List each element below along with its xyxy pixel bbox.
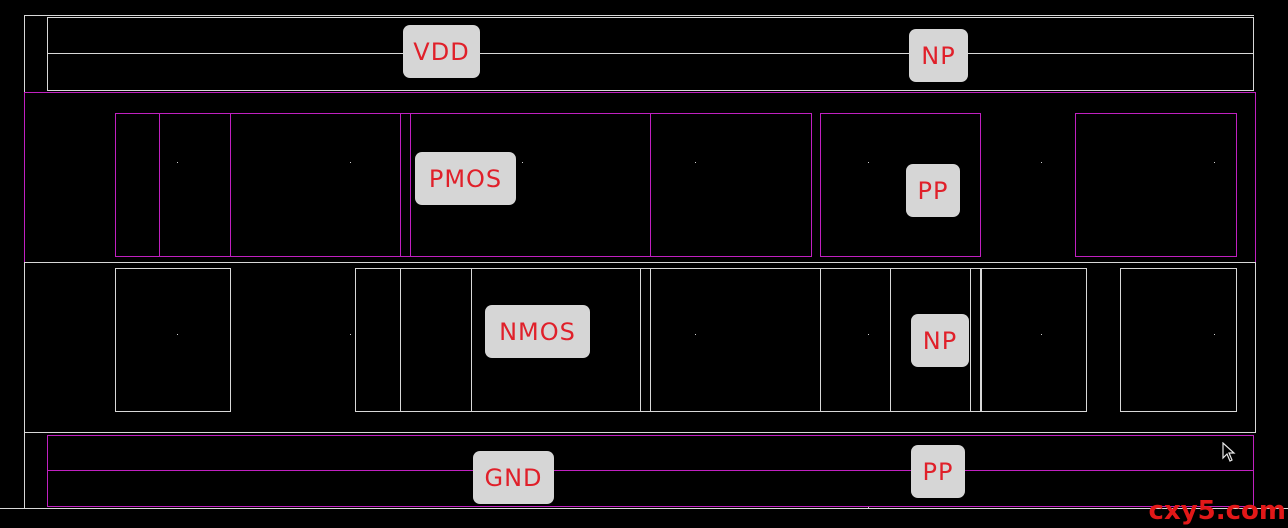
nmos-cell-3 bbox=[650, 268, 982, 412]
nmos-cell-4 bbox=[980, 268, 1087, 412]
vdd-rail-midline bbox=[47, 53, 1254, 54]
pmos-dot bbox=[1041, 162, 1042, 163]
nmos-cell-5 bbox=[1120, 268, 1237, 412]
nmos-dot bbox=[350, 334, 351, 335]
pmos-dot bbox=[1214, 162, 1215, 163]
nmos-dot bbox=[1214, 334, 1215, 335]
pmos-cell-3 bbox=[820, 113, 981, 257]
label-np-mid: NP bbox=[911, 314, 969, 367]
nmos-cell-3-div-c bbox=[970, 268, 971, 412]
outer-bottom-line bbox=[0, 508, 1288, 509]
pmos-dot bbox=[868, 162, 869, 163]
nmos-region bbox=[24, 262, 1256, 433]
pmos-dot bbox=[695, 162, 696, 163]
gnd-dot bbox=[868, 507, 869, 508]
outer-top-line bbox=[24, 15, 1254, 16]
watermark: cxy5.com bbox=[1148, 496, 1286, 526]
nmos-dot bbox=[695, 334, 696, 335]
nmos-cell-3-div-a bbox=[820, 268, 821, 412]
nmos-dot bbox=[868, 334, 869, 335]
pmos-dot bbox=[350, 162, 351, 163]
label-pmos: PMOS bbox=[415, 152, 516, 205]
label-np-top: NP bbox=[909, 29, 968, 82]
nmos-cell-3-div-b bbox=[890, 268, 891, 412]
label-pp-bottom: PP bbox=[911, 445, 965, 498]
gnd-rail-midline bbox=[47, 470, 1254, 471]
pmos-dot bbox=[177, 162, 178, 163]
pmos-cell-4 bbox=[1075, 113, 1237, 257]
nmos-cell-1 bbox=[115, 268, 231, 412]
pmos-cell-1-div-b bbox=[230, 113, 231, 257]
vdd-rail bbox=[47, 17, 1254, 91]
nmos-cell-2-div-c bbox=[640, 268, 641, 412]
label-gnd: GND bbox=[473, 451, 554, 504]
nmos-cell-2-div-b bbox=[471, 268, 472, 412]
label-nmos: NMOS bbox=[485, 305, 590, 358]
pmos-cell-2 bbox=[410, 113, 812, 257]
pmos-cell-1-div-c bbox=[400, 113, 401, 257]
nmos-dot bbox=[1041, 334, 1042, 335]
nmos-dot bbox=[177, 334, 178, 335]
pmos-dot bbox=[522, 162, 523, 163]
nmos-cell-2-div-a bbox=[400, 268, 401, 412]
label-vdd: VDD bbox=[403, 25, 480, 78]
pmos-cell-2-div bbox=[650, 113, 651, 257]
pmos-cell-1-div-a bbox=[159, 113, 160, 257]
mouse-pointer-icon bbox=[1222, 442, 1236, 462]
label-pp-mid: PP bbox=[906, 164, 960, 217]
gnd-rail bbox=[47, 435, 1254, 507]
